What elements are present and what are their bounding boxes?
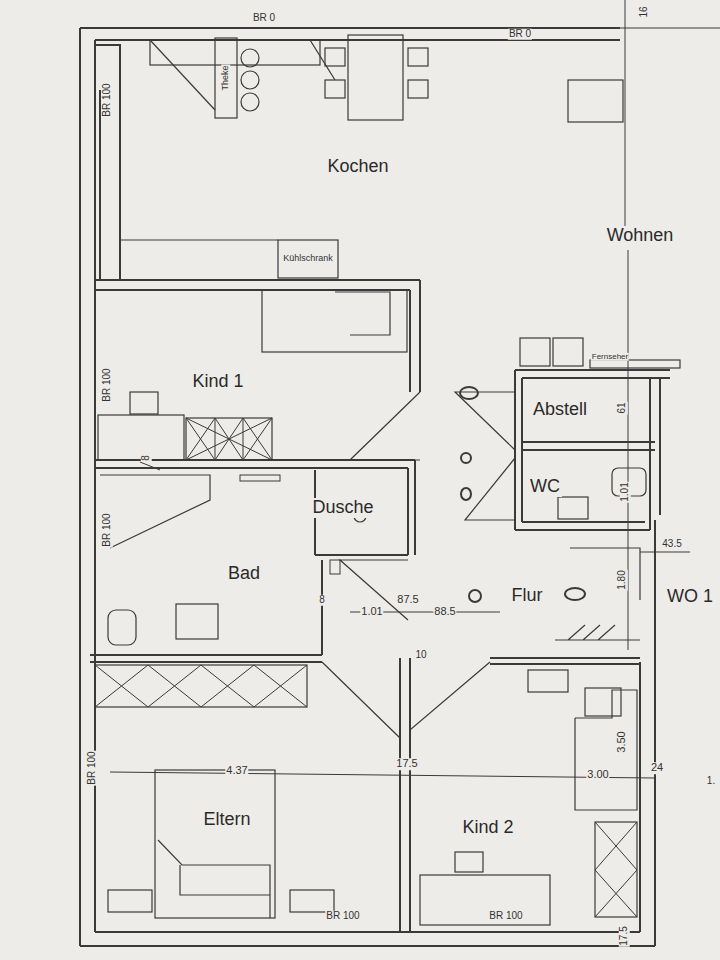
dimension-label: Kühlschrank xyxy=(282,254,334,263)
room: Kochen xyxy=(321,154,394,180)
dimension-label: 17.5 xyxy=(395,758,418,770)
dimension-label: 3.00 xyxy=(586,769,609,781)
dimension-label: Fernseher xyxy=(591,353,629,361)
dimension-label: 88.5 xyxy=(433,606,456,618)
wall-note: BR 100 xyxy=(87,750,98,785)
dimension-label: 87.5 xyxy=(396,594,419,606)
room: Abstell xyxy=(527,397,593,423)
wall-note: 61 xyxy=(617,401,628,414)
dimension-label: BR 0 xyxy=(252,13,276,24)
room: Wohnen xyxy=(601,223,680,249)
dimension-label: 43.5 xyxy=(661,539,682,550)
room: WC xyxy=(524,474,566,500)
wall-note: 16 xyxy=(639,5,650,18)
room-name: WC xyxy=(528,477,562,497)
dimension-label: 4.37 xyxy=(225,765,248,777)
dimension-label: BR 100 xyxy=(488,911,523,922)
room: Eltern xyxy=(197,807,256,833)
wall-note: 3.50 xyxy=(616,730,628,753)
room-name: Kochen xyxy=(325,157,390,177)
room-name: Kind 1 xyxy=(190,372,245,392)
room: Kind 1 xyxy=(186,369,249,395)
wall-note: BR 100 xyxy=(102,512,113,547)
wall-note: 8 xyxy=(141,454,152,462)
room-name: Bad xyxy=(226,564,262,584)
dimension-label: 8 xyxy=(318,595,326,606)
wall-note: BR 100 xyxy=(102,82,113,117)
dimension-label: 1. xyxy=(706,776,716,787)
dimension-label: 10 xyxy=(414,650,427,661)
room: WO 1 xyxy=(661,584,719,610)
wall-note: BR 100 xyxy=(102,367,113,402)
room-name: Dusche xyxy=(310,498,375,518)
wall-note: 17.5 xyxy=(619,925,630,946)
room-name: WO 1 xyxy=(665,587,715,607)
room-name: Abstell xyxy=(531,400,589,420)
room-name: Eltern xyxy=(201,810,252,830)
room-name: Wohnen xyxy=(605,226,676,246)
dimension-label: 1.01 xyxy=(360,606,383,618)
wall-note: 1.80 xyxy=(617,569,628,590)
dimension-label: 24 xyxy=(650,762,664,774)
room: Kind 2 xyxy=(456,815,519,841)
dimension-label: BR 100 xyxy=(325,911,360,922)
room: Flur xyxy=(506,583,549,609)
room-name: Kind 2 xyxy=(460,818,515,838)
wall-note: 1.01 xyxy=(620,481,631,502)
wall-note: Theke xyxy=(221,64,230,91)
room: Dusche xyxy=(306,495,379,521)
room-name: Flur xyxy=(510,586,545,606)
dimension-label: BR 0 xyxy=(508,29,532,40)
room: Bad xyxy=(222,561,266,587)
